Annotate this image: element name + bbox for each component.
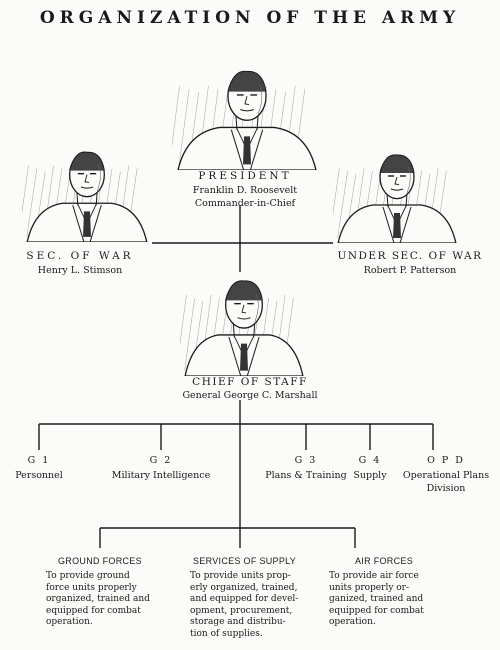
president-name: Franklin D. Roosevelt	[192, 185, 298, 196]
staff-g4: G 4 Supply	[345, 455, 395, 482]
president-subtitle: Commander-in-Chief	[194, 198, 296, 209]
under-sec-role: UNDER SEC. OF WAR	[337, 250, 483, 262]
staff-code: G 4	[358, 455, 382, 466]
force-air: AIR FORCES To provide air force units pr…	[329, 556, 454, 629]
staff-g2: G 2 Military Intelligence	[101, 455, 221, 482]
president-role: PRESIDENT	[198, 170, 292, 182]
sec-war-role: SEC. OF WAR	[26, 250, 134, 262]
force-title: AIR FORCES	[355, 556, 414, 566]
staff-desc: Operational Plans	[402, 470, 490, 481]
president-portrait	[172, 70, 317, 170]
under-sec-name: Robert P. Patterson	[363, 265, 457, 276]
staff-desc-line2: Division	[426, 483, 466, 494]
staff-g1: G 1 Personnel	[4, 455, 74, 482]
sec-war-portrait	[22, 151, 148, 242]
staff-code: G 2	[149, 455, 173, 466]
force-title: GROUND FORCES	[58, 556, 142, 566]
chief-role: CHIEF OF STAFF	[192, 376, 308, 388]
chief-name: General George C. Marshall	[182, 390, 318, 401]
staff-opd: O P D Operational Plans Division	[396, 455, 496, 495]
staff-desc: Military Intelligence	[111, 470, 211, 481]
force-description: To provide units prop- erly organized, t…	[190, 571, 299, 639]
force-ground: GROUND FORCES To provide ground force un…	[46, 556, 166, 629]
force-supply: SERVICES OF SUPPLY To provide units prop…	[190, 556, 315, 640]
under-sec-portrait	[333, 154, 457, 243]
staff-desc: Plans & Training	[265, 470, 347, 481]
chief-portrait	[180, 280, 304, 376]
force-description: To provide air force units properly or- …	[329, 571, 424, 627]
staff-code: G 1	[27, 455, 51, 466]
staff-code: O P D	[427, 455, 465, 466]
staff-desc: Personnel	[15, 470, 63, 481]
staff-code: G 3	[294, 455, 318, 466]
sec-war-name: Henry L. Stimson	[37, 265, 123, 276]
force-title: SERVICES OF SUPPLY	[193, 556, 297, 566]
force-description: To provide ground force units properly o…	[46, 571, 150, 627]
staff-desc: Supply	[353, 470, 387, 481]
chart-title: ORGANIZATION OF THE ARMY	[39, 8, 461, 28]
staff-g3: G 3 Plans & Training	[256, 455, 356, 482]
